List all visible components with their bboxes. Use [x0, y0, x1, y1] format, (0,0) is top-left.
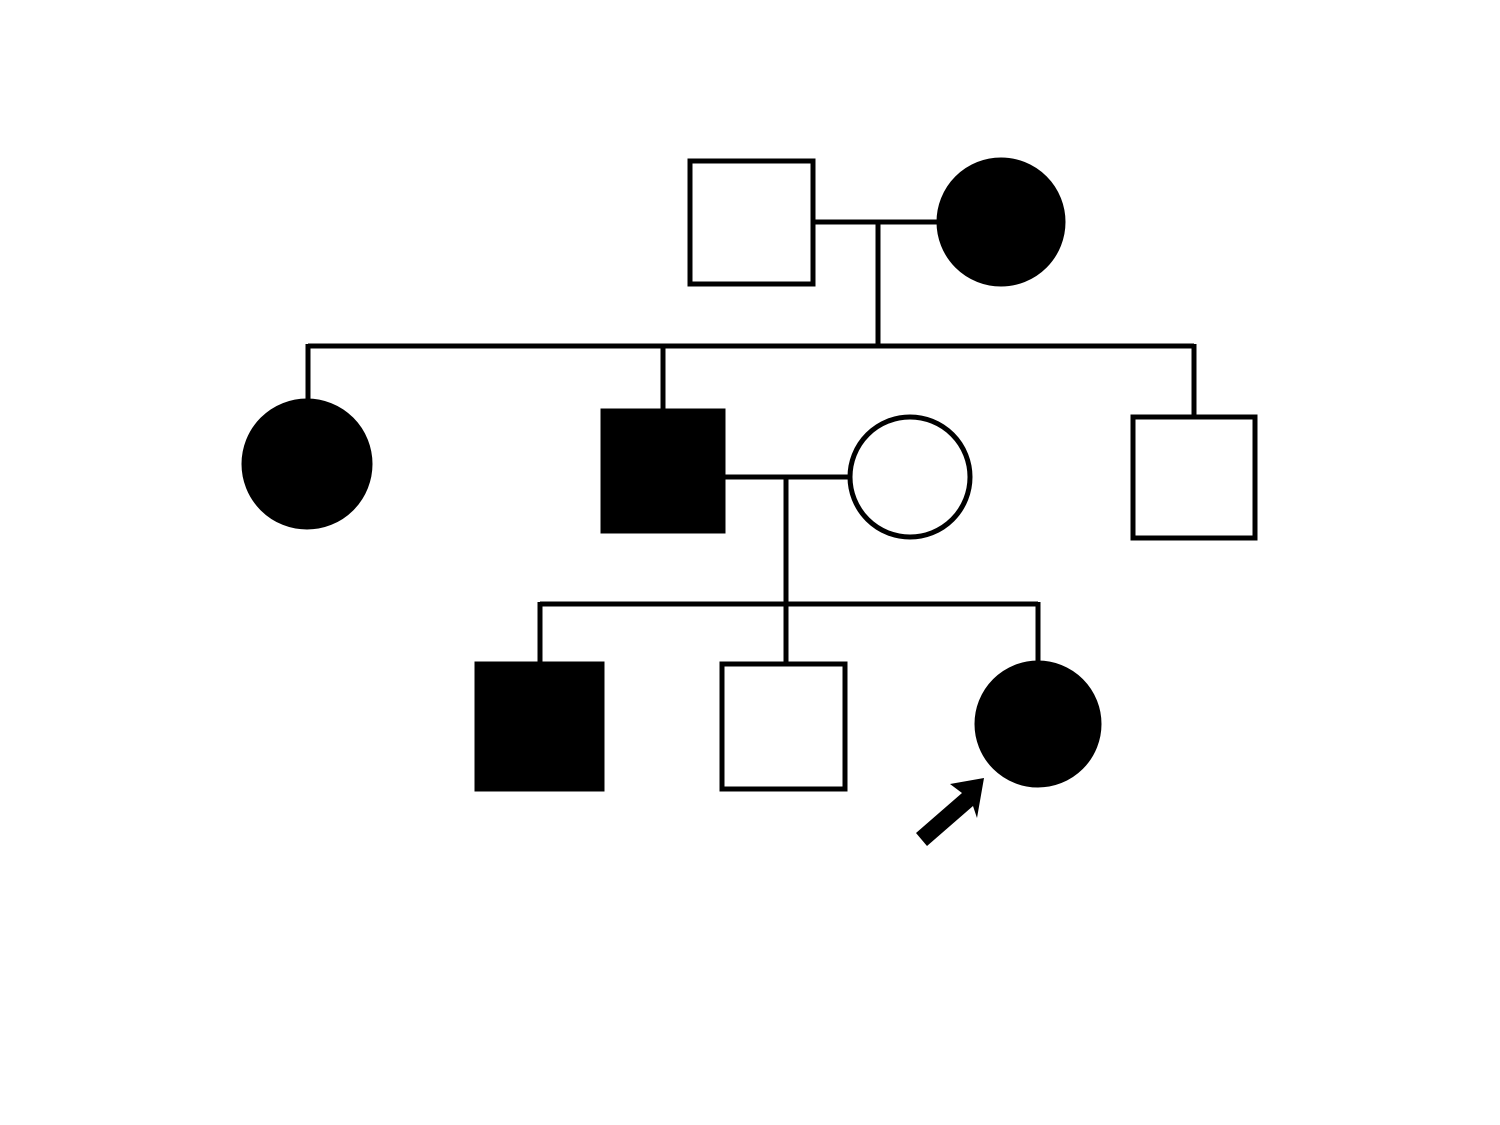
individual-I-1-male-unaffected[interactable] — [687, 158, 816, 287]
individual-II-3-female-unaffected[interactable] — [847, 414, 973, 540]
individual-I-2-female-affected[interactable] — [936, 157, 1066, 287]
individual-II-2-male-affected[interactable] — [600, 408, 726, 534]
generation-2-group — [241, 343, 1258, 604]
individual-III-1-male-affected[interactable] — [474, 661, 605, 792]
proband-arrow-shape — [916, 778, 984, 846]
proband-arrow-icon — [916, 778, 984, 846]
generation-1-group — [687, 157, 1066, 346]
individual-II-4-male-unaffected[interactable] — [1130, 414, 1258, 541]
generation-3-group — [474, 601, 1102, 792]
individual-III-2-male-unaffected[interactable] — [719, 661, 848, 792]
individual-III-3-female-affected-proband[interactable] — [974, 660, 1102, 788]
individual-II-1-female-affected[interactable] — [241, 398, 373, 530]
